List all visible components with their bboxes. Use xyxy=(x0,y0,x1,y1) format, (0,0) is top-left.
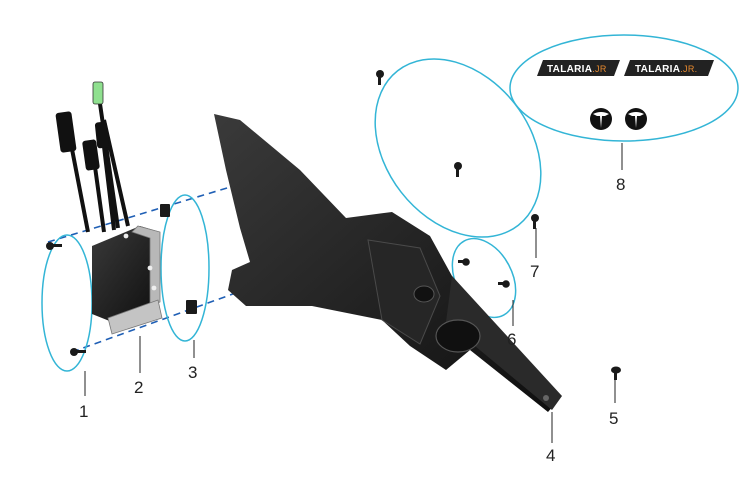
screw-part-1 xyxy=(46,242,86,356)
callout-8: 8 xyxy=(616,175,625,194)
body-arm xyxy=(446,276,562,410)
screw-part-6 xyxy=(458,258,510,288)
callout-2: 2 xyxy=(134,378,143,397)
callout-3: 3 xyxy=(188,363,197,382)
decal-talaria-jr-2: TALARIA.JR. xyxy=(624,60,714,76)
wire-connector-1 xyxy=(55,111,77,153)
group-ellipse-3 xyxy=(160,194,210,342)
callout-6: 6 xyxy=(507,330,516,349)
decal-suffix-1: .JR xyxy=(592,64,607,74)
body-bottom-hole xyxy=(435,319,481,353)
logo-badge-1 xyxy=(590,108,612,130)
decal-brand-2: TALARIA xyxy=(635,64,680,75)
decal-brand-1: TALARIA xyxy=(547,64,592,75)
callout-7: 7 xyxy=(530,262,539,281)
controller-box xyxy=(92,226,160,322)
callout-numbers: 1 2 3 4 5 6 7 8 xyxy=(79,175,625,465)
logo-badge-2 xyxy=(625,108,647,130)
decal-talaria-jr-1: TALARIA.JR xyxy=(537,60,620,76)
main-body-part-4 xyxy=(214,114,562,412)
wire-connector-green xyxy=(92,81,104,105)
wire-connector-3 xyxy=(94,121,110,149)
callout-lines xyxy=(84,143,623,443)
wire-harness xyxy=(64,89,130,233)
wire-connector-2 xyxy=(82,139,100,171)
callout-1: 1 xyxy=(79,402,88,421)
decal-suffix-2: .JR. xyxy=(680,64,697,74)
group-ellipse-8 xyxy=(509,34,739,142)
controller-part-2 xyxy=(55,81,163,335)
svg-text:TALARIA.JR: TALARIA.JR xyxy=(547,64,607,75)
callout-5: 5 xyxy=(609,409,618,428)
svg-text:TALARIA.JR.: TALARIA.JR. xyxy=(635,64,697,75)
screw-part-5 xyxy=(611,366,621,380)
body-mid-hole xyxy=(413,285,435,303)
clip-part-3 xyxy=(160,204,197,314)
controller-base-plate xyxy=(107,299,163,335)
decal-set-part-8: TALARIA.JR TALARIA.JR. xyxy=(537,60,714,130)
screw-part-7 xyxy=(376,70,539,229)
callout-4: 4 xyxy=(546,446,555,465)
body-inner-recess xyxy=(367,239,441,345)
